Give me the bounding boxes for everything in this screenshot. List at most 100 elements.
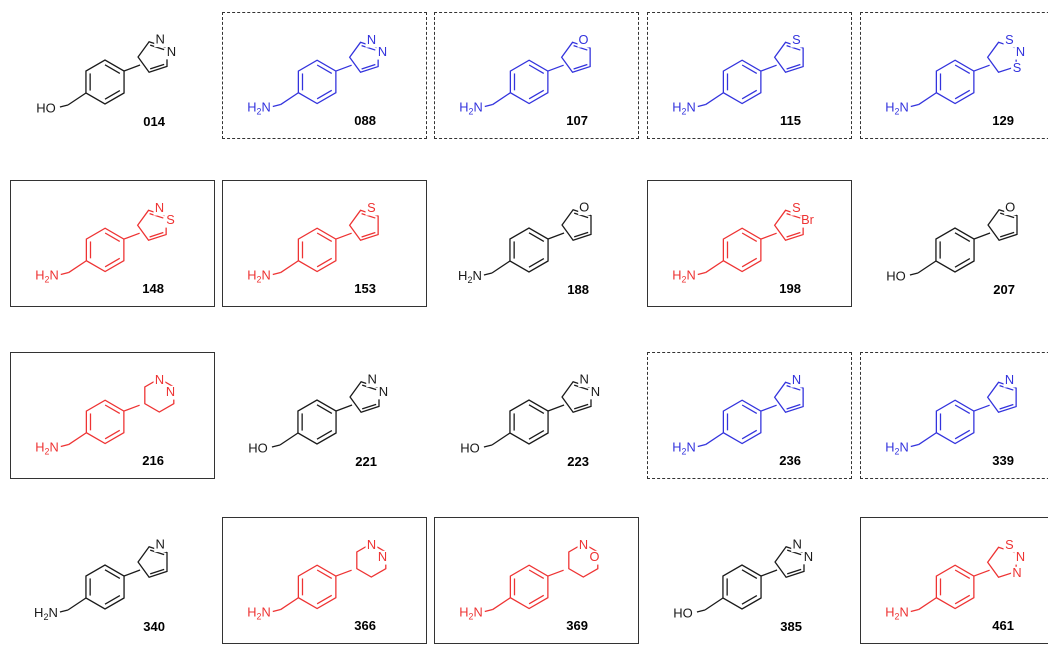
bond-anchor (271, 444, 281, 448)
benzene-ring (722, 227, 762, 273)
structure-107: H2N O (459, 32, 591, 117)
benzene-ring (85, 564, 125, 610)
hetero-atom-n: N (580, 372, 589, 387)
bond-aryl (123, 232, 140, 240)
anchor-label: H2N (247, 605, 270, 622)
double-bond (741, 404, 758, 415)
anchor-label: H2N (459, 605, 482, 622)
bond-anchor (697, 271, 706, 276)
atom-bg (153, 373, 166, 388)
hetero-atom-n: N (156, 32, 165, 47)
double-bond (741, 89, 758, 100)
double-bond (361, 231, 376, 238)
double-bond (149, 549, 165, 556)
atom-bg (365, 538, 378, 553)
double-bond (528, 569, 545, 580)
hetero-atom-o: O (578, 32, 588, 47)
double-bond (786, 63, 801, 70)
benzene-ring (297, 227, 337, 273)
double-bond (316, 594, 333, 605)
anchor-label: H2N (672, 100, 695, 117)
atom-bg (790, 201, 803, 216)
anchor-label: HO (460, 440, 480, 455)
atom-bg (376, 45, 389, 60)
double-bond (999, 385, 1014, 391)
bond-aryl (123, 404, 140, 412)
hetero-atom-s: S (1005, 537, 1014, 552)
bond-anchor (696, 609, 706, 613)
atom-bg (165, 45, 178, 60)
anchor-label: H2N (247, 100, 270, 117)
anchor-label: H2N (247, 268, 270, 285)
bond-ch2 (280, 597, 299, 611)
anchor-label: H2N (672, 268, 695, 285)
bond-anchor (697, 103, 706, 108)
heteroaryl-ring (137, 546, 168, 578)
hetero-atom-s: S (166, 212, 175, 227)
compound-id: 207 (993, 282, 1015, 297)
double-bond (149, 63, 165, 70)
benzene-ring (935, 59, 975, 105)
atom-bg (366, 373, 379, 388)
atom-bg (790, 33, 803, 48)
double-bond (786, 213, 801, 219)
compound-id: 188 (567, 282, 589, 297)
anchor-label: H2N (672, 440, 695, 457)
double-bond (361, 384, 377, 391)
bond-ch2 (280, 260, 299, 274)
double-bond (786, 45, 801, 51)
double-bond (954, 232, 971, 242)
compound-id: 014 (143, 114, 165, 129)
double-bond (573, 63, 588, 70)
compound-id: 198 (779, 281, 801, 296)
bond-anchor (59, 609, 69, 613)
benzene-ring (935, 227, 975, 273)
double-bond (741, 64, 758, 75)
compound-id: 340 (143, 619, 165, 634)
double-bond (786, 231, 801, 238)
bond-aryl (547, 569, 564, 577)
benzene-ring (85, 59, 125, 105)
anchor-label: HO (886, 268, 906, 283)
bond-ch2 (704, 597, 724, 611)
hetero-atom-n: N (1005, 372, 1014, 387)
compound-id: 221 (355, 454, 377, 469)
heteroaryl-ring (561, 209, 592, 241)
bond-aryl (760, 569, 778, 577)
double-bond (741, 429, 758, 440)
double-bond (104, 232, 121, 243)
benzene-ring (297, 399, 337, 445)
heteroaryl-ring (987, 209, 1018, 241)
anchor-label: H2N (459, 100, 482, 117)
double-bond (786, 549, 802, 556)
double-bond (741, 257, 758, 268)
double-bond (786, 568, 802, 575)
double-bond (786, 403, 801, 410)
atom-bg (1003, 538, 1016, 553)
hetero-atom-n: N (166, 384, 175, 399)
atom-bg (377, 385, 390, 400)
bond-ch2 (918, 92, 937, 106)
double-bond (104, 90, 121, 100)
atom-bg (577, 33, 590, 48)
bond-aryl (547, 232, 565, 240)
compound-id: 148 (142, 281, 164, 296)
atom-bg (1003, 373, 1016, 388)
double-bond (573, 384, 589, 391)
